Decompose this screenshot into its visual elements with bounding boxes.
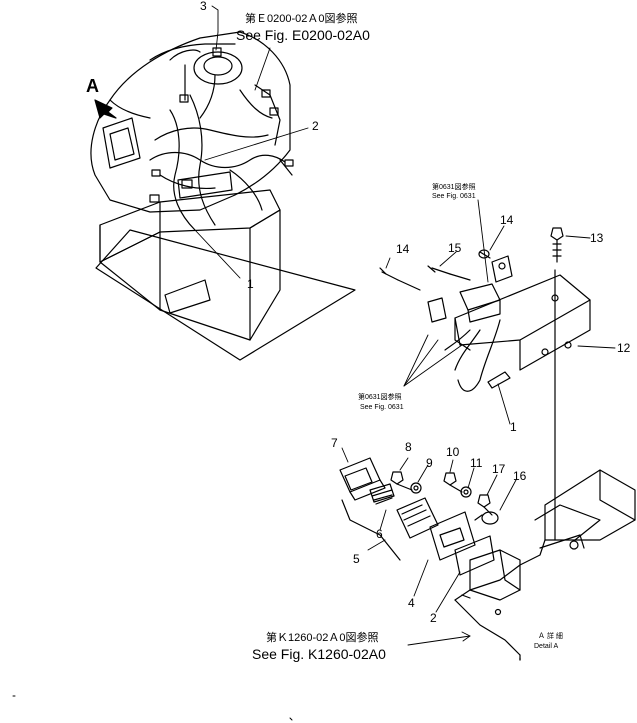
console-assembly	[90, 31, 356, 361]
part-number-14-right: 14	[500, 213, 514, 227]
ref-e0200-en: See Fig. E0200-02A0	[236, 27, 370, 43]
ref-e0200-jp: 第Ｅ0200-02Ａ0図参照	[245, 13, 358, 25]
part-number-1-detail: 1	[510, 420, 517, 434]
bracket-assembly	[379, 199, 616, 541]
part-number-2-bottom: 2	[430, 611, 437, 625]
part-number-9: 9	[426, 456, 433, 470]
detail-a-en: Detail A	[534, 643, 559, 650]
view-arrow	[94, 99, 117, 119]
detail-a-jp: Ａ 詳 細	[538, 633, 563, 640]
part-number-14-left: 14	[396, 242, 410, 256]
part-number-3: 3	[200, 0, 207, 13]
part-number-12: 12	[617, 341, 631, 355]
part-number-11: 11	[470, 456, 483, 470]
ref-0631-lower-jp: 第0631図参照	[358, 394, 402, 401]
part-number-4: 4	[408, 596, 415, 610]
part-number-13: 13	[590, 231, 604, 245]
part-number-7: 7	[331, 436, 338, 450]
part-number-1-top: 1	[247, 277, 254, 291]
ref-k1260-jp: 第Ｋ1260-02Ａ0図参照	[266, 632, 379, 644]
part-number-16: 16	[513, 469, 527, 483]
part-number-17: 17	[492, 462, 506, 476]
leader-lines-top	[194, 5, 309, 279]
part-number-10: 10	[446, 445, 460, 459]
ref-0631-lower-en: See Fig. 0631	[360, 404, 404, 411]
detail-a-assembly	[339, 447, 636, 661]
part-number-2-top: 2	[312, 119, 319, 133]
ref-0631-upper-en: See Fig. 0631	[432, 193, 476, 200]
part-number-15: 15	[448, 241, 462, 255]
ref-0631-upper-jp: 第0631図参照	[432, 184, 476, 191]
part-number-6: 6	[376, 527, 383, 541]
ref-k1260-en: See Fig. K1260-02A0	[252, 646, 386, 662]
part-number-5: 5	[353, 552, 360, 566]
part-number-8: 8	[405, 440, 412, 454]
view-a-label: A	[86, 76, 99, 96]
